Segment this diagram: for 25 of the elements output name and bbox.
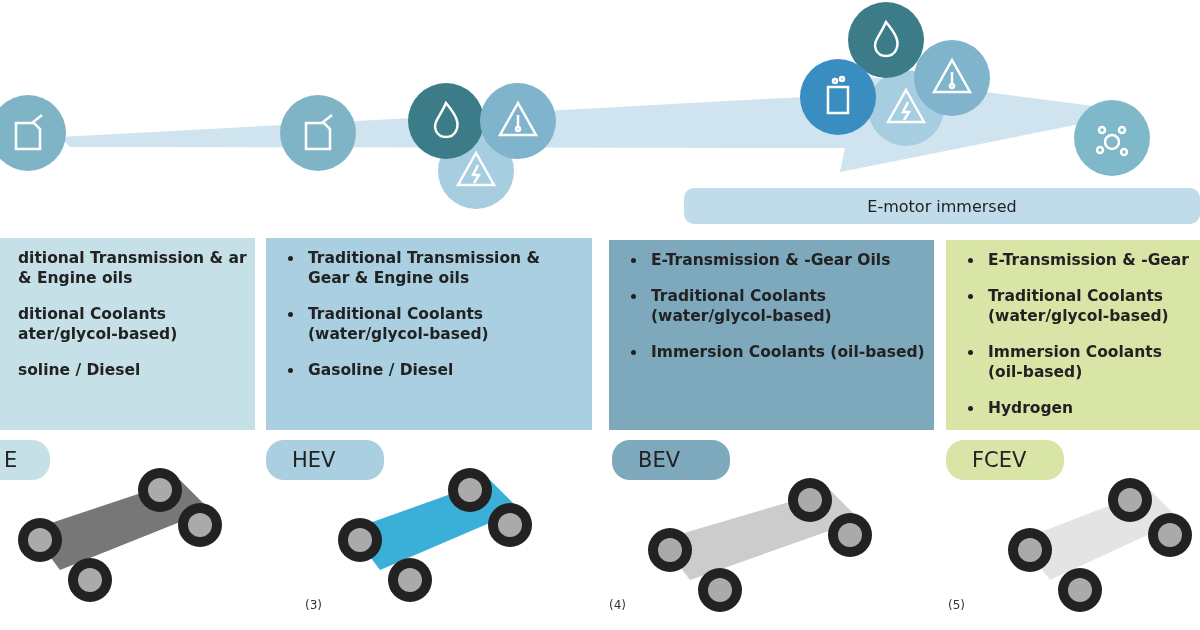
vehicle-type-tag: HEV — [266, 440, 384, 480]
info-panel — [609, 240, 934, 430]
bullet-text: ditional Transmission & ar & Engine oils — [18, 248, 247, 288]
bullet-text: E-Transmission & -Gear Oils — [651, 250, 926, 270]
info-panel — [0, 238, 255, 430]
vehicle-type-tag: BEV — [612, 440, 730, 480]
reference-number: (5) — [948, 598, 965, 612]
bullet-text: Hydrogen — [988, 398, 1192, 418]
bullet-text: Traditional Coolants (water/glycol-based) — [988, 286, 1192, 326]
bullet-text: Immersion Coolants (oil-based) — [651, 342, 926, 362]
bullet-text: Traditional Transmission & Gear & Engine oils — [308, 248, 584, 288]
bullet-text: ditional Coolants ater/glycol-based) — [18, 304, 179, 344]
bullet-text: Traditional Coolants (water/glycol-based) — [308, 304, 584, 344]
bullet-text: soline / Diesel — [18, 360, 142, 380]
bullet-text: Traditional Coolants (water/glycol-based) — [651, 286, 926, 326]
vehicle-type-tag: FCEV — [946, 440, 1064, 480]
bullet-text: E-Transmission & -Gear — [988, 250, 1192, 270]
info-panel — [946, 240, 1200, 430]
info-panel — [266, 238, 592, 430]
reference-number: (3) — [305, 598, 322, 612]
bullet-text: Immersion Coolants (oil-based) — [988, 342, 1192, 382]
vehicle-type-tag: E — [0, 440, 50, 480]
feature-bar: E-motor immersed — [684, 188, 1200, 224]
reference-number: (4) — [609, 598, 626, 612]
bullet-text: Gasoline / Diesel — [308, 360, 584, 380]
